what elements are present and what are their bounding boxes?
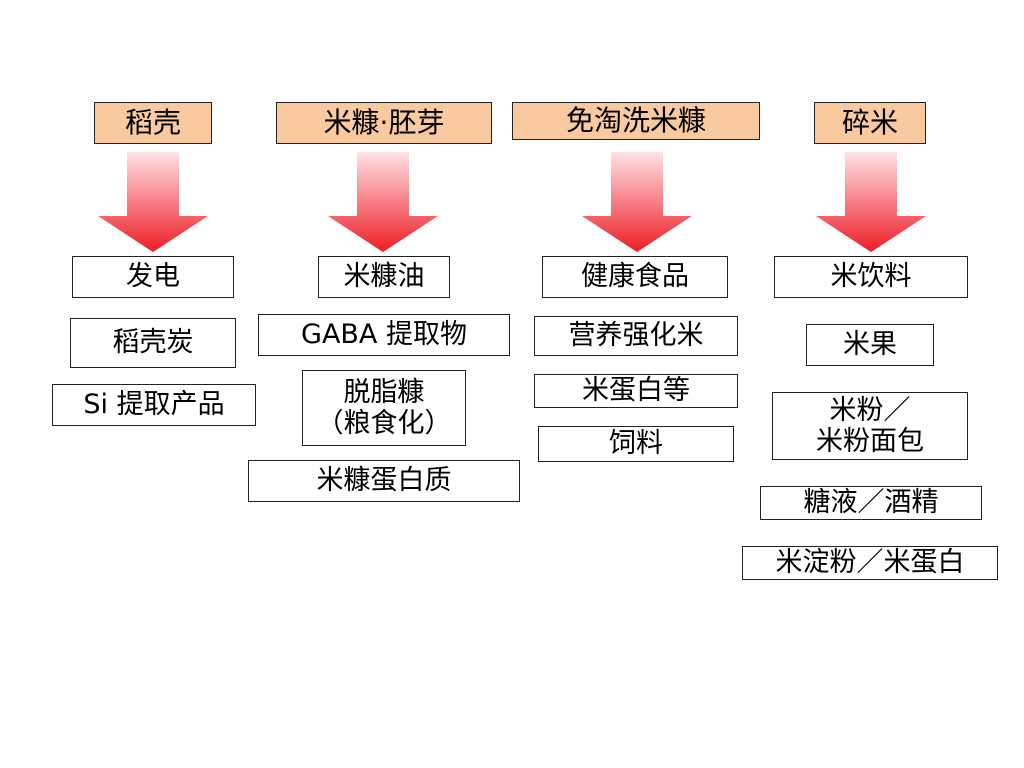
product-sugar-alcohol: 糖液／酒精 [760, 486, 982, 520]
product-rice-starch-protein: 米淀粉／米蛋白 [742, 546, 998, 580]
header-rice-bran-germ: 米糠·胚芽 [276, 102, 492, 144]
down-arrow-icon [98, 152, 208, 252]
product-power-generation: 发电 [72, 256, 234, 298]
product-health-food: 健康食品 [542, 256, 728, 298]
down-arrow-icon [582, 152, 692, 252]
product-defatted-bran: 脱脂糠 （粮食化） [302, 370, 466, 446]
product-rice-bran-oil: 米糠油 [318, 256, 450, 298]
product-rice-flour-bread: 米粉／ 米粉面包 [772, 392, 968, 460]
down-arrow-icon [328, 152, 438, 252]
down-arrow-icon [816, 152, 926, 252]
product-husk-charcoal: 稻壳炭 [70, 318, 236, 368]
product-rice-bran-protein: 米糠蛋白质 [248, 460, 520, 502]
product-rice-cracker: 米果 [806, 324, 934, 366]
header-rice-husk: 稻壳 [94, 102, 212, 144]
product-rice-beverage: 米饮料 [774, 256, 968, 298]
product-fortified-rice: 营养强化米 [534, 316, 738, 356]
header-broken-rice: 碎米 [814, 102, 926, 144]
product-feed: 饲料 [538, 426, 734, 462]
product-rice-protein: 米蛋白等 [534, 374, 738, 408]
product-gaba-extract: GABA 提取物 [258, 314, 510, 356]
product-si-extract: Si 提取产品 [52, 384, 256, 426]
header-wash-free-rice-bran: 免淘洗米糠 [512, 102, 760, 140]
